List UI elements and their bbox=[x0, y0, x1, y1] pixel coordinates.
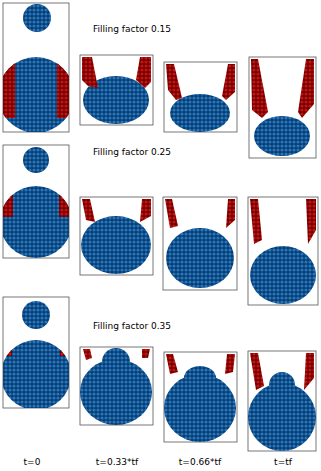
row-label: Filling factor 0.35 bbox=[93, 322, 171, 331]
time-label: t=0.33*tf bbox=[96, 458, 138, 467]
time-label: t=0.66*tf bbox=[179, 458, 221, 467]
row-label: Filling factor 0.25 bbox=[93, 148, 171, 157]
row-label: Filling factor 0.15 bbox=[93, 25, 171, 34]
time-label: t=0 bbox=[24, 458, 41, 467]
time-label: t=tf bbox=[274, 458, 292, 467]
